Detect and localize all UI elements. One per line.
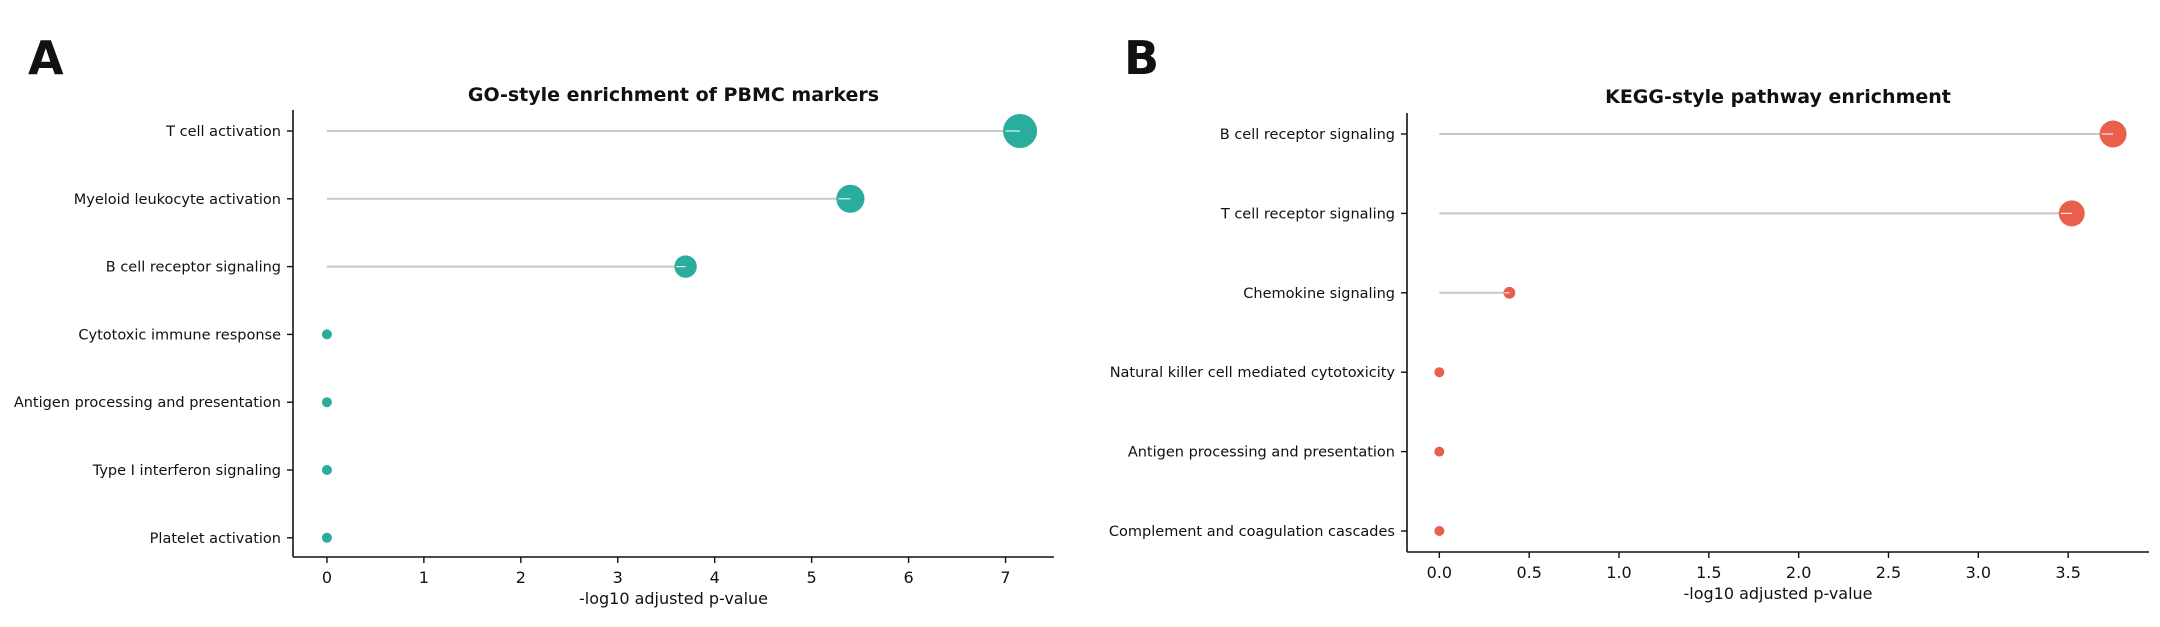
chart-panel-b: B KEGG-style pathway enrichment 0.0 0.5 1.0 1… <box>1109 31 2149 603</box>
x-tick-label: 2.5 <box>1876 563 1901 582</box>
x-tick-label: 1 <box>419 568 429 587</box>
chart-title: GO-style enrichment of PBMC markers <box>468 84 879 106</box>
x-tick-label: 3.5 <box>2055 563 2080 582</box>
chart-title: KEGG-style pathway enrichment <box>1605 86 1951 108</box>
panel-letter: B <box>1124 31 1159 85</box>
category-label: Complement and coagulation cascades <box>1109 524 1395 540</box>
x-tick-label: 1.5 <box>1696 563 1721 582</box>
x-tick-label: 2.0 <box>1786 563 1811 582</box>
category-label: Chemokine signaling <box>1243 286 1395 302</box>
category-label: B cell receptor signaling <box>106 260 281 276</box>
lollipop-dot <box>321 397 332 408</box>
lollipop-dot <box>321 532 332 543</box>
lollipop-dot <box>321 465 332 475</box>
x-tick-label: 0.0 <box>1427 563 1452 582</box>
x-tick-label: 4 <box>710 568 720 587</box>
x-axis-label: -log10 adjusted p-value <box>579 589 768 608</box>
x-tick-label: 0 <box>322 568 332 587</box>
category-label: Platelet activation <box>150 531 281 547</box>
category-label: T cell activation <box>165 124 281 140</box>
category-label: Cytotoxic immune response <box>78 327 281 343</box>
x-tick-label: 5 <box>807 568 817 587</box>
lollipop-dot <box>1434 367 1445 378</box>
category-label: Myeloid leukocyte activation <box>74 192 281 208</box>
lollipop-dot <box>321 329 332 340</box>
x-tick-label: 7 <box>1000 568 1010 587</box>
category-label: Natural killer cell mediated cytotoxicit… <box>1110 365 1396 381</box>
x-tick-label: 6 <box>903 568 913 587</box>
x-tick-label: 1.0 <box>1606 563 1631 582</box>
lollipop-dot <box>1434 446 1445 457</box>
category-label: T cell receptor signaling <box>1220 206 1395 222</box>
category-label: B cell receptor signaling <box>1220 127 1395 143</box>
x-tick-label: 3.0 <box>1966 563 1991 582</box>
x-tick-label: 0.5 <box>1516 563 1541 582</box>
x-tick-label: 2 <box>516 568 526 587</box>
x-tick-label: 3 <box>613 568 623 587</box>
x-axis-label: -log10 adjusted p-value <box>1683 584 1872 603</box>
lollipop-dot <box>1434 526 1445 536</box>
panel-letter: A <box>28 31 64 85</box>
chart-panel-a: A GO-style enrichment of PBMC markers 0 1 2 3… <box>14 31 1054 608</box>
category-label: Type I interferon signaling <box>92 463 281 479</box>
category-label: Antigen processing and presentation <box>14 395 281 411</box>
category-label: Antigen processing and presentation <box>1128 445 1395 461</box>
